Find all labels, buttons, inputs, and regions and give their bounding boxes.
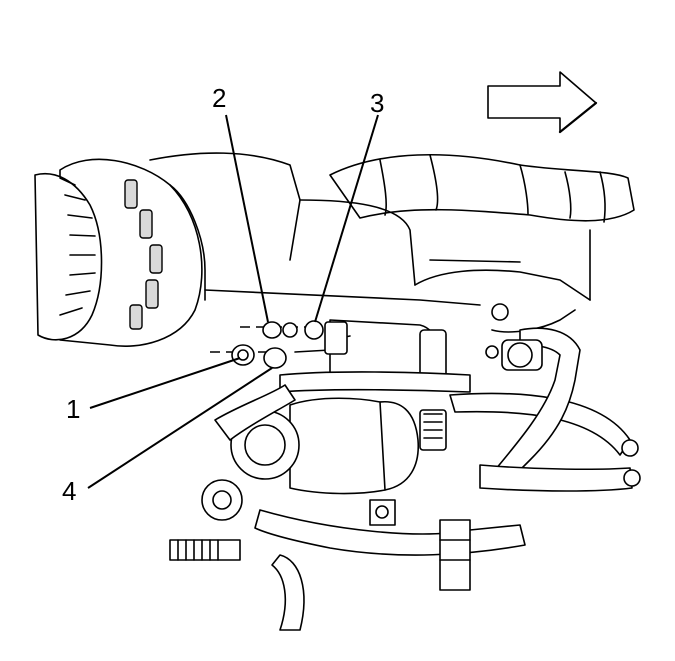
alternator [34,158,206,348]
leader-lines [87,114,379,489]
leader-line-4 [87,367,273,489]
callout-label-1: 1 [66,394,80,424]
callout-label-3: 3 [370,88,384,118]
lower-hoses [169,479,526,631]
middle-hoses [214,327,641,492]
terminal-studs [210,320,351,369]
callout-label-2: 2 [212,83,226,113]
leader-line-1 [89,357,241,409]
leader-line-3 [314,114,379,323]
engine-block [149,152,591,333]
arrow-right-icon [487,71,598,134]
callout-label-4: 4 [62,476,76,506]
upper-hose [329,154,635,223]
leader-line-2 [225,114,269,323]
hose-connector [485,339,543,371]
